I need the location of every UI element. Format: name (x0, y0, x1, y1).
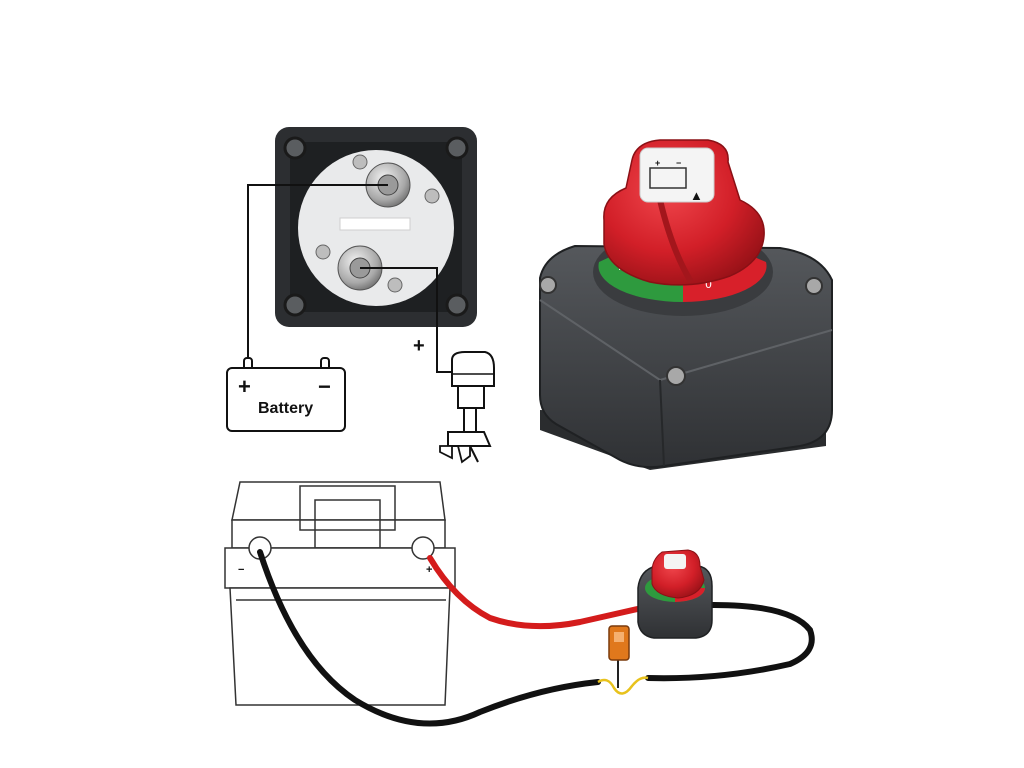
installation-diagram: + − (224, 481, 815, 727)
knob-battery-glyph (649, 167, 687, 189)
knob-minus: − (676, 158, 681, 168)
fuse-wire (597, 676, 649, 695)
terminal-divider (339, 217, 411, 231)
motor-plus-sign: + (413, 335, 425, 357)
battery-handle (299, 485, 396, 531)
knob-grip-ridge (657, 197, 693, 283)
car-battery-outline (224, 481, 456, 706)
mount-hole (445, 136, 469, 160)
mount-screw (805, 277, 823, 295)
arrow-up-icon: ▲ (690, 188, 703, 203)
outboard-motor-icon: + (413, 335, 495, 464)
wire-switch-to-motor (360, 267, 455, 373)
knob-label-plate (639, 147, 715, 203)
motor-cowling (451, 351, 495, 387)
switch-product: I 0 + − ▲ (539, 139, 833, 470)
screw (315, 244, 331, 260)
mount-screw (666, 366, 686, 386)
battery-body (226, 367, 346, 432)
screw (387, 277, 403, 293)
mount-hole (283, 136, 307, 160)
motor-midsection (457, 385, 485, 409)
battery-icon: + − Battery (226, 357, 346, 432)
motor-skeg (469, 445, 479, 463)
battery-plus-sign: + (238, 374, 251, 399)
mount-hole (283, 293, 307, 317)
screw (352, 154, 368, 170)
battery-lid (231, 481, 446, 521)
output-cable (645, 601, 815, 682)
battery-minus-sign: − (318, 374, 331, 399)
position-off-label: 0 (705, 278, 712, 291)
battery-label: Battery (258, 400, 313, 417)
mount-hole (445, 293, 469, 317)
switch-body (539, 244, 833, 469)
fuse-window (614, 632, 624, 642)
motor-shaft (463, 407, 477, 433)
knob-plus: + (655, 158, 660, 168)
screw (424, 188, 440, 204)
positive-cable (427, 555, 645, 630)
position-ring-red (683, 256, 767, 302)
mount-screw (539, 276, 557, 294)
mini-knob-plate (664, 554, 686, 569)
negative-cable (257, 549, 601, 727)
switch-body-facet-2 (659, 379, 665, 467)
wire-battery-to-switch (247, 184, 388, 366)
switch-back-view (247, 127, 477, 373)
motor-lower-unit (447, 431, 492, 447)
battery-terminal-positive (411, 536, 435, 560)
fuse-holder (608, 625, 630, 661)
terminal-minus-label: − (238, 564, 244, 576)
motor-propeller (439, 445, 471, 464)
terminal-plus-label: + (426, 564, 432, 576)
